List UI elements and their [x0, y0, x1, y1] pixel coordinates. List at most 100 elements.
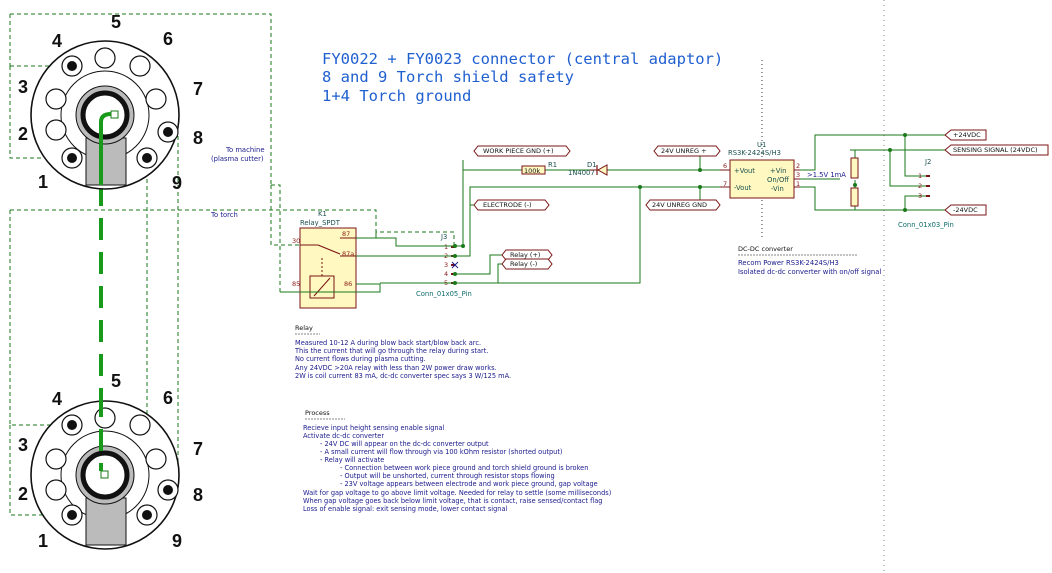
net-labels	[473, 129, 1049, 270]
process-note-line: Loss of enable signal: exit sensing mode…	[303, 505, 507, 513]
u1-ref: U1	[757, 141, 766, 149]
title-line-1: FY0022 + FY0023 connector (central adapt…	[322, 50, 723, 68]
process-note-line: - Relay will activate	[320, 456, 384, 464]
j2-pin-2: 2	[918, 182, 922, 190]
title-line-2: 8 and 9 Torch shield safety	[322, 68, 574, 86]
j3-ref: J3	[440, 233, 447, 241]
relay-note-body: Measured 10-12 A during blow back start/…	[294, 339, 511, 380]
j3-value: Conn_01x05_Pin	[416, 290, 472, 298]
u1-pin-vout-n: -Vout	[734, 184, 752, 192]
process-note-line: - Output will be unshorted, current thro…	[340, 472, 555, 480]
relay-pin-87a: 87a	[342, 250, 354, 258]
net-relay-minus: Relay (-)	[510, 260, 537, 268]
net-24v-unreg-plus: 24V UNREG +	[661, 147, 707, 155]
top-pin-7: 7	[193, 79, 203, 99]
relay-value: Relay_SPDT	[300, 219, 341, 227]
relay-note-line: 2W is coil current 83 mA, dc-dc converte…	[295, 372, 511, 380]
u1-pin-vin-n: -Vin	[771, 185, 784, 193]
u1-pin-onoff: On/Off	[767, 176, 789, 184]
u1-value: RS3K-2424S/H3	[728, 149, 781, 157]
to-machine-sublabel: (plasma cutter)	[211, 155, 264, 163]
dcdc-u1: U1 RS3K-2424S/H3 +Vout -Vout +Vin On/Off…	[720, 60, 800, 240]
diode-d1: D1 1N4007	[568, 161, 608, 177]
relay-pin-86: 86	[344, 280, 352, 288]
d1-ref: D1	[587, 161, 597, 169]
connector-j2: J2 1 2 3 Conn_01x03_Pin	[898, 158, 954, 229]
relay-note-line: Any 24VDC >20A relay with less than 2W p…	[295, 364, 497, 372]
relay-k1: K1 Relay_SPDT 30 87 87a 85 86	[292, 210, 357, 309]
relay-note-line: This the current that will go through th…	[294, 347, 488, 355]
onoff-threshold-note: >1.5V 1mA	[807, 171, 846, 179]
top-pin-1: 1	[38, 172, 48, 192]
u1-num-1: 1	[796, 180, 800, 188]
relay-note-title: Relay	[295, 324, 313, 332]
junction-dots	[453, 133, 907, 285]
bottom-pin-9: 9	[172, 531, 182, 551]
process-note-line: - 24V DC will appear on the dc-dc conver…	[320, 440, 489, 448]
bottom-connector: 5 4 6 3 7 2 8 1 9	[18, 371, 203, 551]
d1-value: 1N4007	[568, 169, 595, 177]
bottom-pin-1: 1	[38, 531, 48, 551]
u1-num-6: 6	[723, 162, 727, 170]
top-pin-2: 2	[18, 124, 28, 144]
top-pin-3: 3	[18, 77, 28, 97]
resistor-r1: R1 100k	[521, 161, 557, 175]
u1-num-7: 7	[723, 180, 727, 188]
process-note-line: Wait for gap voltage to go above limit v…	[303, 489, 611, 497]
process-note-title: Process	[305, 409, 330, 417]
bottom-pin-7: 7	[193, 439, 203, 459]
r1-ref: R1	[548, 161, 557, 169]
net-electrode: ELECTRODE (-)	[483, 201, 532, 209]
net-relay-plus: Relay (+)	[510, 251, 540, 259]
j3-pin-1: 1	[444, 243, 448, 251]
r1-value: 100k	[524, 167, 540, 175]
relay-pin-30: 30	[292, 237, 300, 245]
bottom-pin-4: 4	[52, 389, 62, 409]
process-note-line: - A small current will flow through via …	[320, 448, 562, 456]
dcdc-note-title: DC-DC converter	[738, 245, 793, 253]
process-note-line: Recieve input height sensing enable sign…	[303, 424, 445, 432]
net-sensing-signal: SENSING SIGNAL (24VDC)	[953, 146, 1038, 154]
u1-num-2: 2	[796, 162, 800, 170]
sensing-divider	[850, 157, 859, 207]
process-note-line: - 23V voltage appears between electrode …	[340, 480, 598, 488]
no-connect-marker	[451, 261, 459, 269]
relay-ref: K1	[318, 210, 327, 218]
u1-pin-vin-p: +Vin	[770, 167, 786, 175]
top-pin-5: 5	[111, 12, 121, 32]
net-minus-24vdc: -24VDC	[953, 206, 978, 214]
title-line-3: 1+4 Torch ground	[322, 87, 471, 105]
relay-note-line: No current flows during plasma cutting.	[295, 355, 426, 363]
process-note-line: Activate dc-dc converter	[303, 432, 384, 440]
u1-pin-vout-p: +Vout	[734, 167, 755, 175]
to-torch-label: To torch	[210, 211, 238, 219]
relay-pin-87: 87	[342, 230, 350, 238]
dcdc-note-desc: Isolated dc-dc converter with on/off sig…	[738, 268, 881, 276]
net-24v-unreg-gnd: 24V UNREG GND	[652, 201, 707, 209]
net-plus-24vdc: +24VDC	[953, 131, 981, 139]
process-note-body: Recieve input height sensing enable sign…	[303, 424, 611, 513]
j3-pin-4: 4	[444, 270, 448, 278]
j2-pin-3: 3	[918, 192, 922, 200]
bottom-pin-5: 5	[111, 371, 121, 391]
top-pin-8: 8	[193, 128, 203, 148]
j3-pin-3: 3	[444, 261, 448, 269]
bottom-pin-3: 3	[18, 435, 28, 455]
top-pin-9: 9	[172, 173, 182, 193]
relay-note-line: Measured 10-12 A during blow back start/…	[295, 339, 481, 347]
process-note-line: When gap voltage goes back below limit v…	[303, 497, 602, 505]
bottom-pin-2: 2	[18, 484, 28, 504]
to-machine-label: To machine	[225, 146, 265, 154]
j2-ref: J2	[924, 158, 931, 166]
top-pin-6: 6	[163, 29, 173, 49]
schematic-wires	[280, 134, 945, 293]
dcdc-note-part: Recom Power RS3K-2424S/H3	[738, 259, 839, 267]
j2-pin-1: 1	[918, 172, 922, 180]
bottom-pin-6: 6	[163, 388, 173, 408]
u1-num-3: 3	[796, 171, 800, 179]
top-pin-4: 4	[52, 31, 62, 51]
relay-pin-85: 85	[292, 280, 300, 288]
process-note-line: - Connection between work piece ground a…	[340, 464, 588, 472]
net-work-piece-gnd: WORK PIECE GND (+)	[483, 147, 554, 155]
